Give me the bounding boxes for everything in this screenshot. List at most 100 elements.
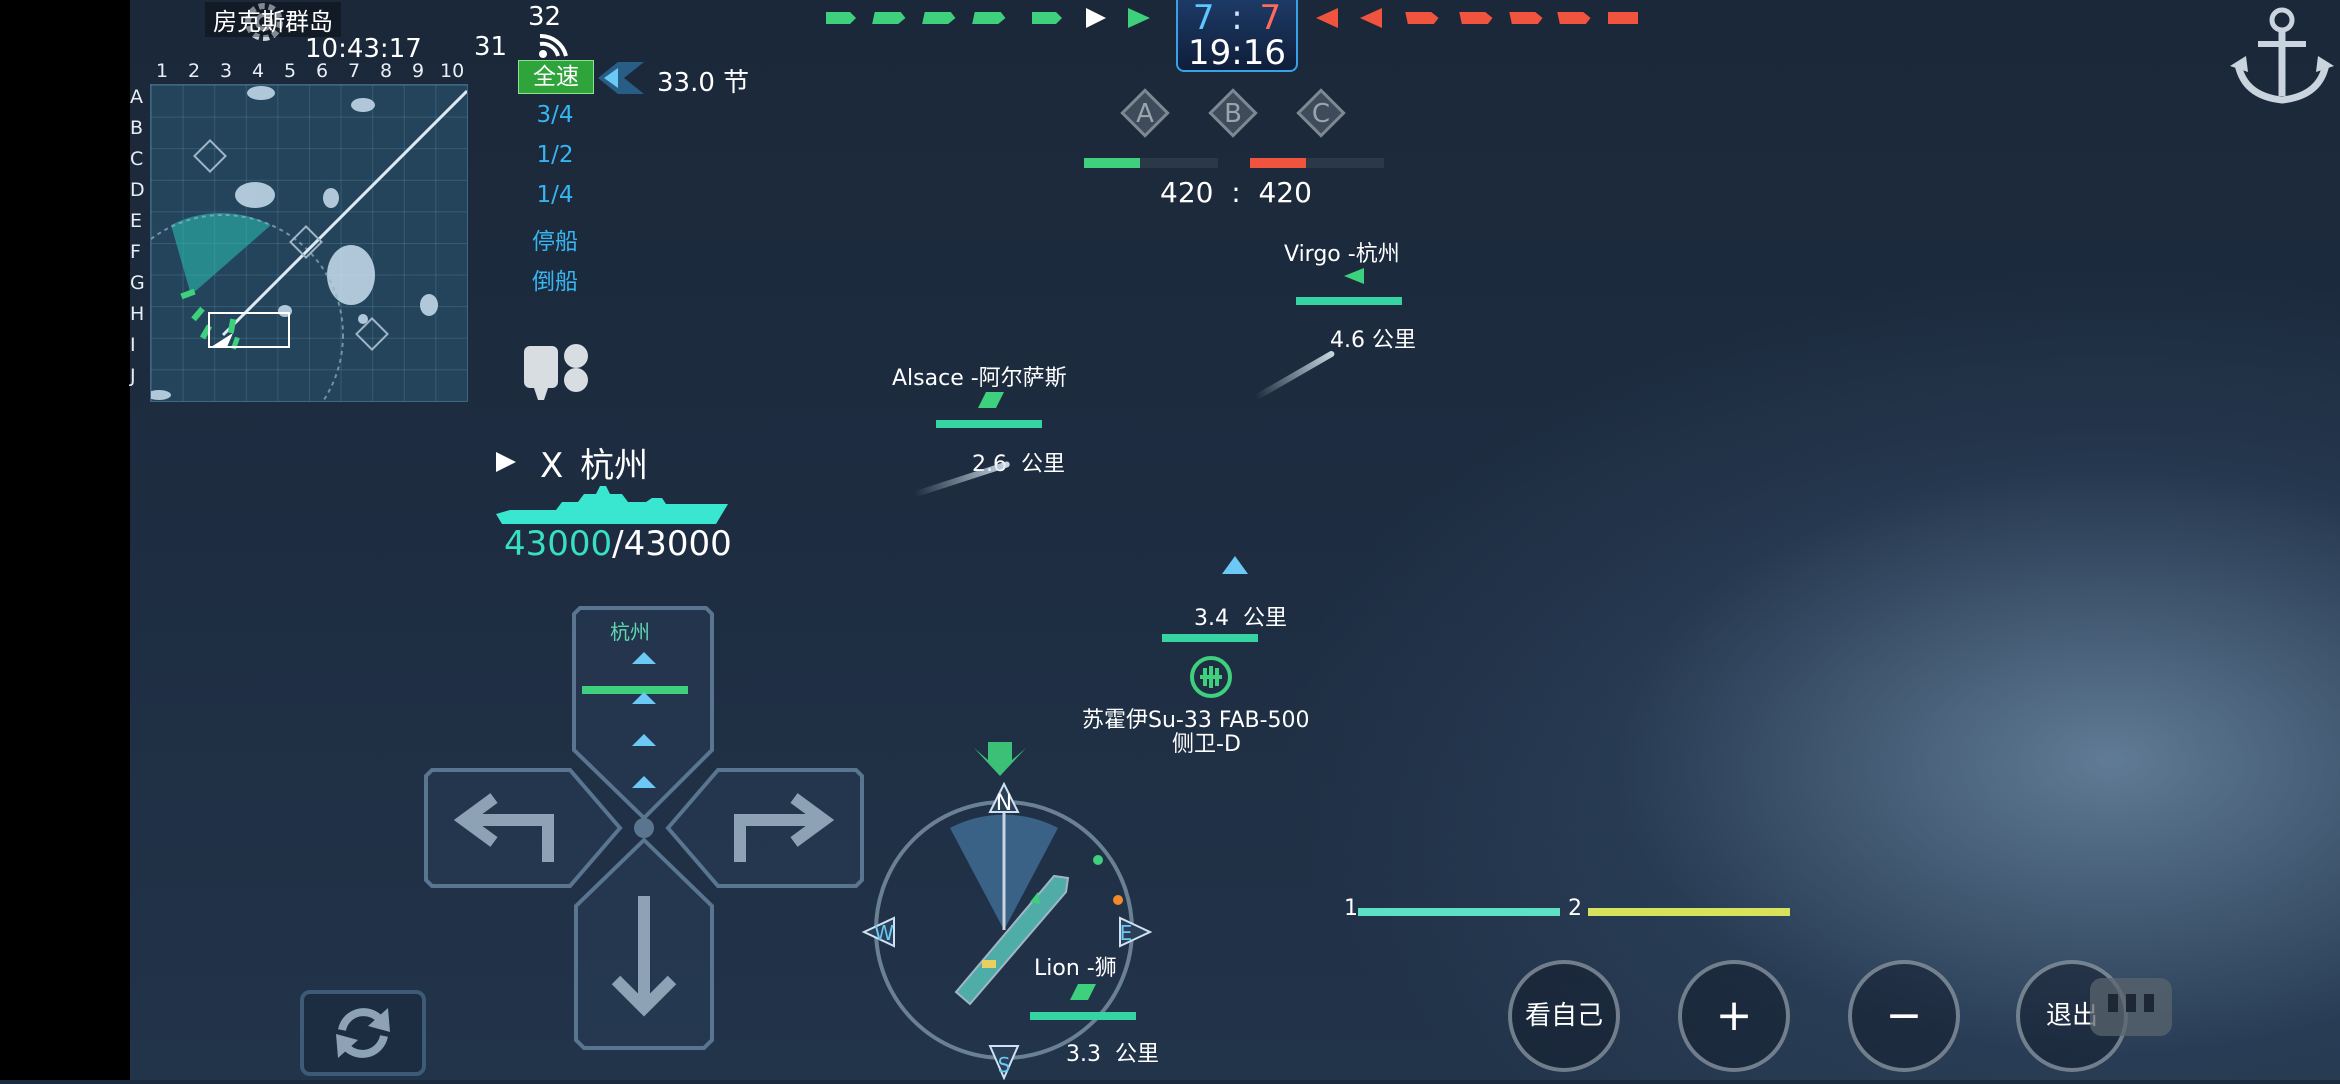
points-score: 420 : 420 — [1160, 176, 1312, 209]
cap-point-label: A — [1136, 99, 1154, 129]
ally-ship-icons — [826, 8, 1150, 28]
speed-quarter[interactable]: 1/4 — [536, 182, 574, 208]
chat-button[interactable] — [2090, 978, 2172, 1036]
enemy-points-bar — [1250, 158, 1384, 168]
score-panel: 7 : 7 19:16 — [1176, 0, 1298, 72]
zoom-out-button[interactable]: − — [1848, 960, 1960, 1072]
cap-point-label: C — [1312, 99, 1330, 129]
minimap-row: E — [130, 210, 143, 232]
minimap-row: B — [130, 117, 144, 139]
ally-points-bar — [1084, 158, 1218, 168]
refresh-button[interactable] — [300, 990, 426, 1076]
ocean-background — [130, 0, 2340, 1080]
cap-point-a: A — [1120, 88, 1170, 138]
zoom-level-1-bar[interactable] — [1358, 908, 1560, 916]
camera-switch-icon[interactable] — [520, 340, 592, 402]
speed-full[interactable]: 全速 — [518, 60, 594, 94]
compass-layer: N E S W — [861, 742, 1153, 1081]
player-pointer-icon — [496, 452, 516, 472]
minimap-row: H — [130, 303, 145, 325]
ally-class-icon — [978, 392, 1004, 408]
zoom-level-2-label: 2 — [1568, 896, 1582, 921]
speed-half[interactable]: 1/2 — [536, 142, 574, 168]
ship-distance-virgo: 4.6 公里 — [1330, 328, 1416, 353]
speed-indicator-icon — [598, 62, 644, 94]
aircraft-subname: 侧卫-D — [1172, 732, 1241, 757]
minimap-row-labels: A B C D E F G H I J — [128, 86, 148, 400]
speed-reverse[interactable]: 倒船 — [532, 269, 578, 295]
dpad-ship-label: 杭州 — [610, 620, 650, 644]
enemy-count: 7 — [1259, 0, 1282, 38]
dpad-up-button[interactable] — [572, 606, 714, 821]
compass-s: S — [998, 1053, 1011, 1077]
speed-stop[interactable]: 停船 — [532, 229, 578, 255]
aircraft-name: 苏霍伊Su-33 FAB-500 — [1082, 708, 1310, 733]
player-marker: X — [540, 446, 564, 486]
cap-point-b-icon: B — [1208, 88, 1258, 138]
ally-count: 7 — [1192, 0, 1215, 38]
minimap-row: F — [130, 241, 141, 263]
lion-class-icon — [1070, 984, 1096, 1000]
minimap-col: 10 — [440, 60, 465, 82]
minimap-row: I — [130, 334, 136, 356]
zoom-level-1-label: 1 — [1344, 896, 1358, 921]
minimap-col: 1 — [156, 60, 169, 82]
zoom-in-button[interactable]: + — [1678, 960, 1790, 1072]
minimap-layer — [151, 86, 467, 401]
enemy-ship-icons — [1316, 8, 1638, 28]
zoom-in-label: + — [1715, 990, 1753, 1041]
chat-icon — [2108, 994, 2154, 1012]
cap-point-b: B — [1208, 88, 1258, 138]
speed-three-quarter[interactable]: 3/4 — [536, 102, 574, 128]
dpad-layer — [424, 606, 864, 1050]
player-hp-max: 43000 — [623, 524, 732, 564]
minimap-col: 3 — [220, 60, 233, 82]
fps-counter: 32 — [528, 2, 562, 32]
enemy-points-fill — [1250, 158, 1307, 168]
dpad-down-button[interactable] — [574, 837, 714, 1050]
player-ship-silhouette-icon — [496, 486, 728, 524]
compass-e: E — [1120, 921, 1133, 945]
ship-hp-bar-virgo — [1296, 297, 1402, 305]
minimap-column-labels: 1 2 3 4 5 6 7 8 9 10 — [150, 60, 470, 84]
ship-label-lion: Lion -狮 — [1034, 956, 1117, 981]
dpad-right-button[interactable] — [665, 768, 864, 888]
minimap-col: 8 — [380, 60, 393, 82]
minimap-col: 7 — [348, 60, 361, 82]
ship-distance-lion: 3.3 公里 — [1066, 1042, 1159, 1067]
minimap-row: C — [130, 148, 144, 170]
player-hp-separator: / — [612, 524, 624, 564]
speed-value: 33.0 节 — [657, 68, 750, 98]
zoom-level-2-bar[interactable] — [1588, 908, 1790, 916]
zoom-out-label: − — [1885, 990, 1923, 1041]
minimap-vision-cone — [171, 212, 271, 295]
ship-hp-bar-lion — [1030, 1012, 1136, 1020]
ship-hp-bar-alsace — [936, 420, 1042, 428]
ping: 31 — [474, 32, 508, 62]
wifi-icon — [539, 33, 568, 58]
team-count: 7 : 7 — [1178, 0, 1296, 36]
enemy-marker-icon — [1344, 268, 1364, 284]
player-hp: 43000/43000 — [504, 524, 732, 564]
view-self-button[interactable]: 看自己 — [1508, 960, 1620, 1072]
settings-gear-icon[interactable] — [236, 0, 292, 56]
ship-label-alsace: Alsace -阿尔萨斯 — [892, 366, 1067, 391]
dpad-left-button[interactable] — [424, 768, 623, 888]
minimap-col: 9 — [412, 60, 425, 82]
cap-point-label: B — [1224, 99, 1242, 129]
aircraft-marker-icon — [1222, 556, 1248, 574]
refresh-icon — [336, 1008, 390, 1058]
minimap-col: 5 — [284, 60, 297, 82]
score-separator: : — [1231, 0, 1243, 38]
player-hp-current: 43000 — [504, 524, 613, 564]
cap-point-c-icon: C — [1296, 88, 1346, 138]
minimap[interactable] — [150, 84, 468, 402]
aircraft-squadron-icon — [1190, 656, 1232, 698]
aircraft-hp-bar — [1162, 634, 1258, 642]
anchor-icon[interactable] — [2230, 0, 2334, 108]
minimap-row: A — [130, 86, 143, 108]
compass-n: N — [996, 791, 1012, 816]
aircraft-distance: 3.4 公里 — [1194, 606, 1287, 631]
minimap-col: 6 — [316, 60, 329, 82]
exit-label: 退出 — [2045, 1001, 2098, 1031]
